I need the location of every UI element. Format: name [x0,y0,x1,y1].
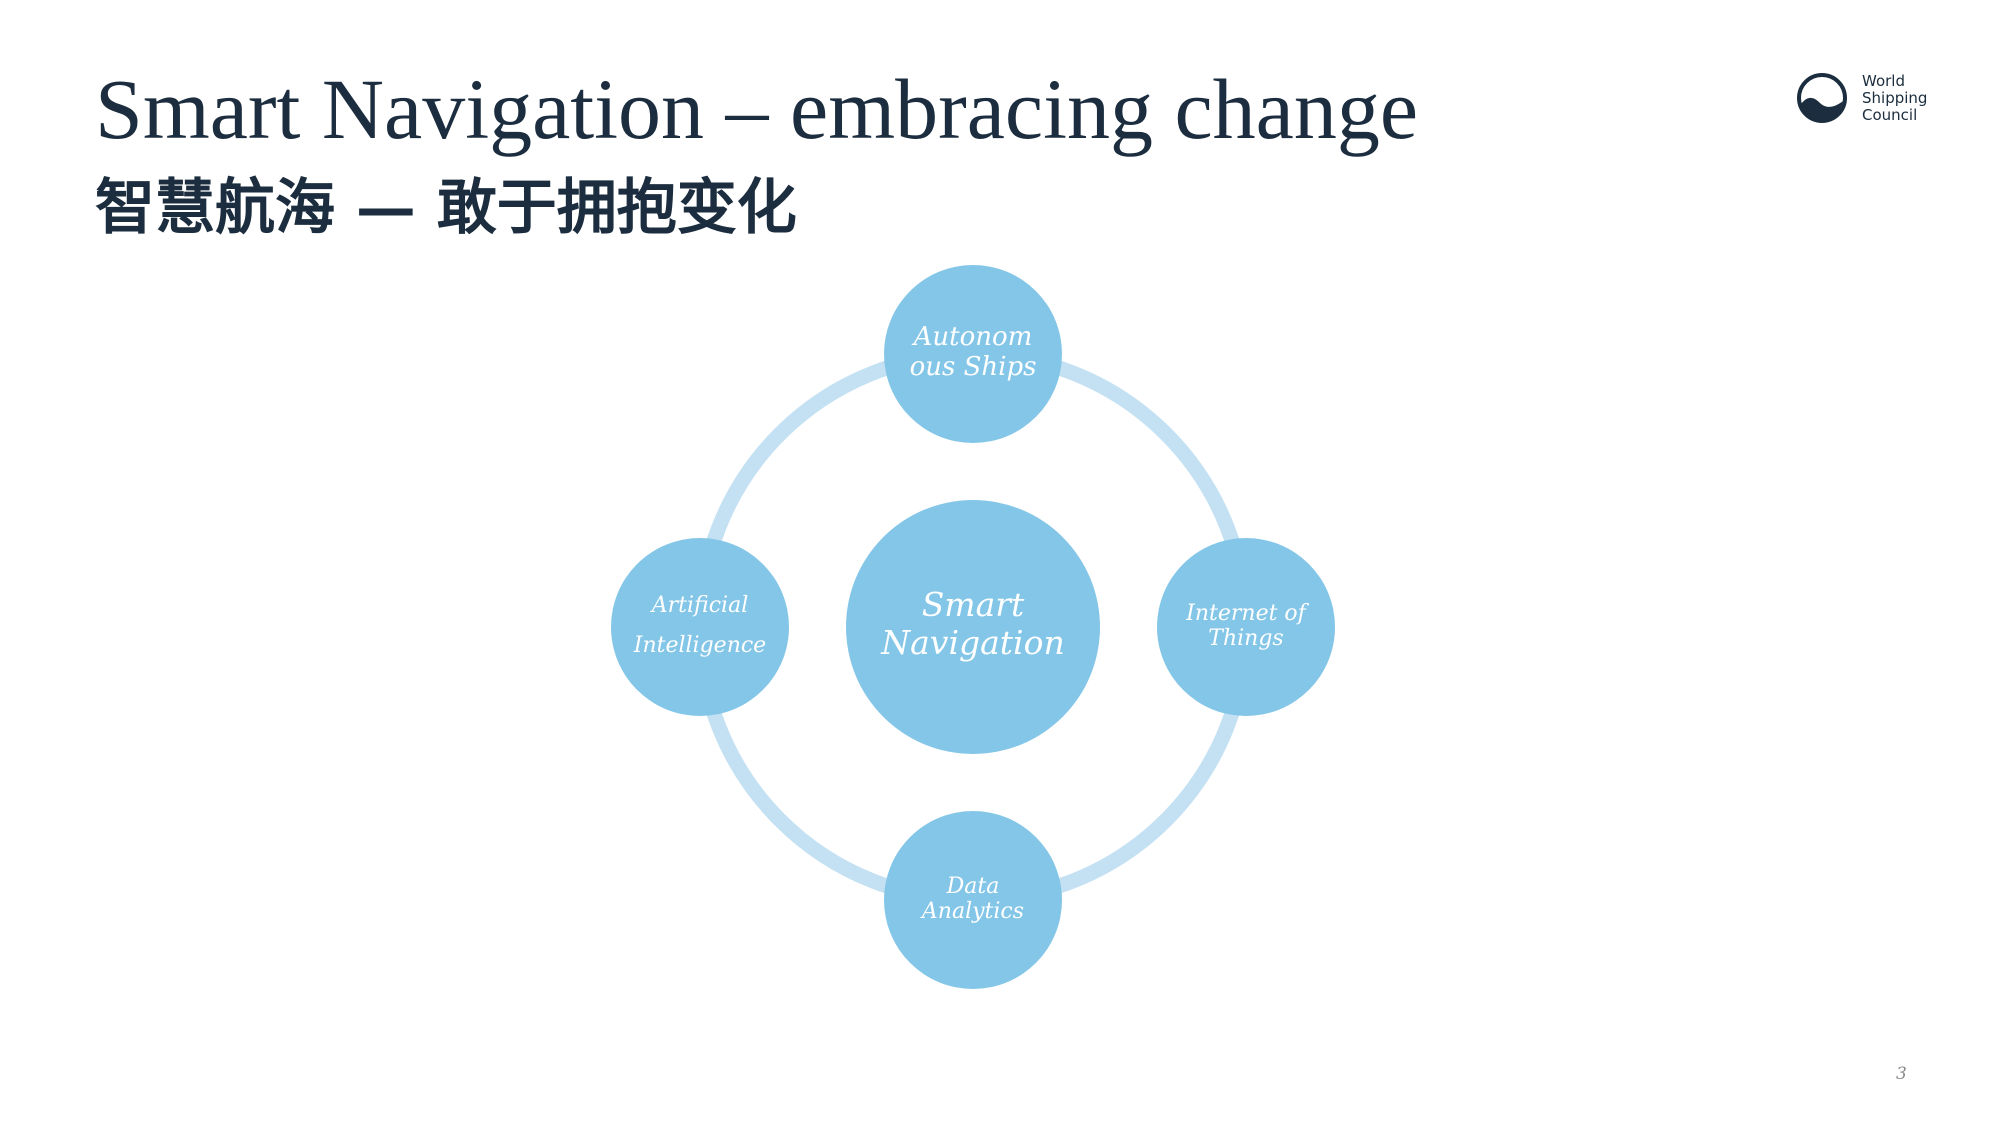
node-artificial-intelligence-label-line-2: Intelligence [633,633,766,658]
node-data-analytics-circle [884,811,1062,989]
node-artificial-intelligence-label-line-1: Artificial [650,593,748,618]
node-artificial-intelligence: Artificial Intelligence [611,538,789,716]
node-internet-of-things-label-line-2: Things [1208,626,1283,651]
center-node-circle [846,500,1100,754]
wave-circle-logo-icon [1797,73,1847,123]
logo-line-world: World [1862,71,1905,90]
logo-wordmark: World Shipping Council [1862,71,1928,124]
node-data-analytics-label-line-2: Analytics [920,899,1024,924]
slide-title: Smart Navigation – embracing change [95,61,1419,157]
node-internet-of-things-label-line-1: Internet of [1185,601,1310,626]
node-autonomous-ships-label-line-2: ous Ships [910,352,1037,382]
center-node-label-line-1: Smart [922,585,1025,624]
node-autonomous-ships: Autonom ous Ships [884,265,1062,443]
node-data-analytics-label-line-1: Data [946,874,1000,899]
world-shipping-council-logo: World Shipping Council [1794,70,1927,126]
center-node-smart-navigation: Smart Navigation [846,500,1100,754]
center-node-label-line-2: Navigation [880,623,1064,662]
node-internet-of-things-circle [1157,538,1335,716]
node-autonomous-ships-circle [884,265,1062,443]
node-internet-of-things: Internet of Things [1157,538,1335,716]
node-data-analytics: Data Analytics [884,811,1062,989]
logo-line-council: Council [1862,105,1918,124]
node-autonomous-ships-label-line-1: Autonom [912,322,1033,352]
page-number: 3 [1896,1064,1907,1084]
logo-line-shipping: Shipping [1862,88,1928,107]
node-artificial-intelligence-circle [611,538,789,716]
slide-subtitle-chinese: 智慧航海 — 敢于拥抱变化 [95,173,797,243]
